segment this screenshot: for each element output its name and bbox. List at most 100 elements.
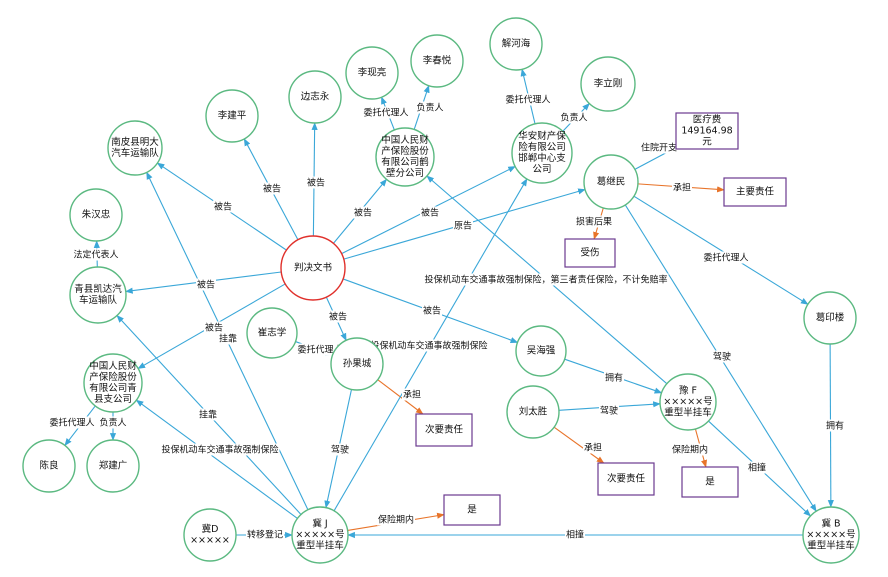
edge-label-e32: 驾驶 — [600, 405, 618, 417]
edge-label-background — [746, 461, 768, 474]
node-liutaisheng[interactable]: 刘太胜 — [506, 385, 560, 439]
node-label-line: 县支公司 — [94, 393, 132, 405]
node-nanpi[interactable]: 南皮县明大汽车运输队 — [107, 120, 163, 176]
edge-gejimin-geyinlou — [633, 195, 809, 305]
node-label-line: 重型半挂车 — [296, 540, 344, 552]
edge-label-background — [98, 416, 128, 429]
node-shape — [83, 353, 143, 413]
edge-label-e31: 拥有 — [605, 372, 623, 384]
edge-label-background — [212, 200, 234, 213]
node-shape — [511, 122, 573, 184]
edge-label-background — [419, 206, 441, 219]
edge-label-background — [327, 310, 349, 323]
node-shape — [415, 413, 473, 447]
node-label-line: 重型半挂车 — [664, 407, 712, 419]
edge-label-e24: 负责人 — [99, 417, 126, 429]
node-lixianliang[interactable]: 李现亮 — [345, 46, 399, 100]
node-label-line: 葛印楼 — [816, 312, 845, 324]
edge-label-e12: 负责人 — [416, 102, 443, 114]
node-label: 次要责任 — [425, 424, 464, 436]
edge-label-e14: 负责人 — [560, 112, 587, 124]
node-renbao_qingxian[interactable]: 中国人民财产保险股份有限公司青县支公司 — [83, 353, 143, 413]
node-label: 葛继民 — [597, 176, 626, 188]
node-label-line: 冀D — [202, 523, 219, 535]
node-label-line: 元 — [702, 137, 712, 148]
node-cuizhixue[interactable]: 崔志学 — [246, 307, 298, 359]
edge-label-background — [670, 443, 710, 456]
node-lilingang[interactable]: 李立刚 — [580, 56, 636, 112]
node-zhuhanzhong[interactable]: 朱汉忠 — [69, 188, 123, 242]
edge-label-e04: 被告 — [354, 207, 372, 219]
node-xiehehai[interactable]: 解河海 — [489, 17, 543, 71]
edge-label-background — [352, 206, 374, 219]
node-ji_d[interactable]: 冀D××××× — [183, 508, 237, 562]
node-label: 孙果城 — [343, 358, 372, 370]
edge-label-background — [245, 528, 285, 541]
node-geyinlou[interactable]: 葛印楼 — [803, 291, 857, 345]
node-label-line: 李建平 — [218, 110, 247, 122]
node-renbao_handan[interactable]: 中国人民财产保险股份有限公司鹤壁分公司 — [375, 127, 435, 187]
node-chenliang[interactable]: 陈良 — [22, 439, 76, 493]
node-shape — [597, 462, 655, 496]
node-label: 崔志学 — [258, 327, 287, 339]
edge-label-background — [197, 408, 219, 421]
node-label-line: 豫 F — [679, 385, 697, 397]
node-main_resp[interactable]: 主要责任 — [723, 177, 787, 207]
node-ji_j[interactable]: 冀 J×××××号重型半挂车 — [291, 506, 349, 564]
node-label: 判决文书 — [294, 262, 333, 274]
node-wuhaiqiang[interactable]: 吴海强 — [515, 325, 567, 377]
edge-label-e34: 投保机动车交通事故强制保险，第三者责任保险，不计免赔率 — [424, 274, 667, 286]
node-sunguocheng[interactable]: 孙果城 — [330, 337, 384, 391]
edge-label-background — [702, 251, 750, 264]
node-zhengjianguang[interactable]: 郑建广 — [86, 439, 140, 493]
edge-label-e38: 相撞 — [566, 529, 584, 541]
edge-label-background — [415, 101, 445, 114]
node-shape — [489, 17, 543, 71]
edge-label-e26: 投保机动车交通事故强制保险 — [161, 444, 278, 456]
node-label: 郑建广 — [99, 460, 128, 472]
node-label-line: 邯郸中心支 — [518, 152, 566, 164]
node-label-line: 主要责任 — [736, 186, 775, 198]
node-yes2[interactable]: 是 — [681, 466, 739, 498]
node-label: 主要责任 — [736, 186, 775, 198]
edge-label-background — [711, 350, 733, 363]
node-label-line: 李立刚 — [594, 78, 623, 90]
node-injury[interactable]: 受伤 — [564, 238, 616, 268]
edge-label-background — [261, 182, 283, 195]
node-lijianping[interactable]: 李建平 — [205, 89, 259, 143]
node-label-line: 149164.98 — [681, 126, 732, 137]
edge-label-background — [203, 321, 225, 334]
node-label-line: 壁分公司 — [386, 167, 424, 179]
node-label: 冀D××××× — [190, 523, 230, 546]
node-label: 朱汉忠 — [82, 209, 111, 221]
node-label-line: 冀 B — [821, 518, 840, 530]
node-sec_resp2[interactable]: 次要责任 — [597, 462, 655, 496]
node-label-line: 中国人民财 — [89, 360, 137, 372]
node-huaan[interactable]: 华安财产保险有限公司邯郸中心支公司 — [511, 122, 573, 184]
node-shape — [246, 307, 298, 359]
edge-label-e13: 委托代理人 — [505, 94, 550, 106]
edge-label-background — [369, 339, 489, 352]
node-label-line: 是 — [705, 477, 715, 488]
edge-label-e01: 被告 — [214, 201, 232, 213]
node-gejimin[interactable]: 葛继民 — [583, 154, 639, 210]
edge-label-e19: 驾驶 — [713, 351, 731, 363]
node-qingxian_kaida[interactable]: 青县凯达汽车运输队 — [69, 266, 127, 324]
node-yu_f[interactable]: 豫 F×××××号重型半挂车 — [659, 373, 717, 431]
edge-label-background — [305, 176, 327, 189]
node-bianzhiyong[interactable]: 边志永 — [288, 70, 342, 124]
node-sec_resp1[interactable]: 次要责任 — [415, 413, 473, 447]
node-center[interactable]: 判决文书 — [280, 235, 346, 301]
edge-label-e16: 承担 — [673, 182, 691, 194]
edge-label-e22: 挂靠 — [219, 333, 237, 345]
edge-label-background — [423, 273, 669, 286]
node-lichunyue[interactable]: 李春悦 — [410, 34, 464, 88]
edge-label-e10: 被告 — [423, 305, 441, 317]
node-shape — [723, 177, 787, 207]
node-yes1[interactable]: 是 — [443, 494, 501, 526]
node-ji_b[interactable]: 冀 B×××××号重型半挂车 — [802, 506, 860, 564]
edge-label-e09: 被告 — [329, 311, 347, 323]
edge-label-background — [603, 371, 625, 384]
